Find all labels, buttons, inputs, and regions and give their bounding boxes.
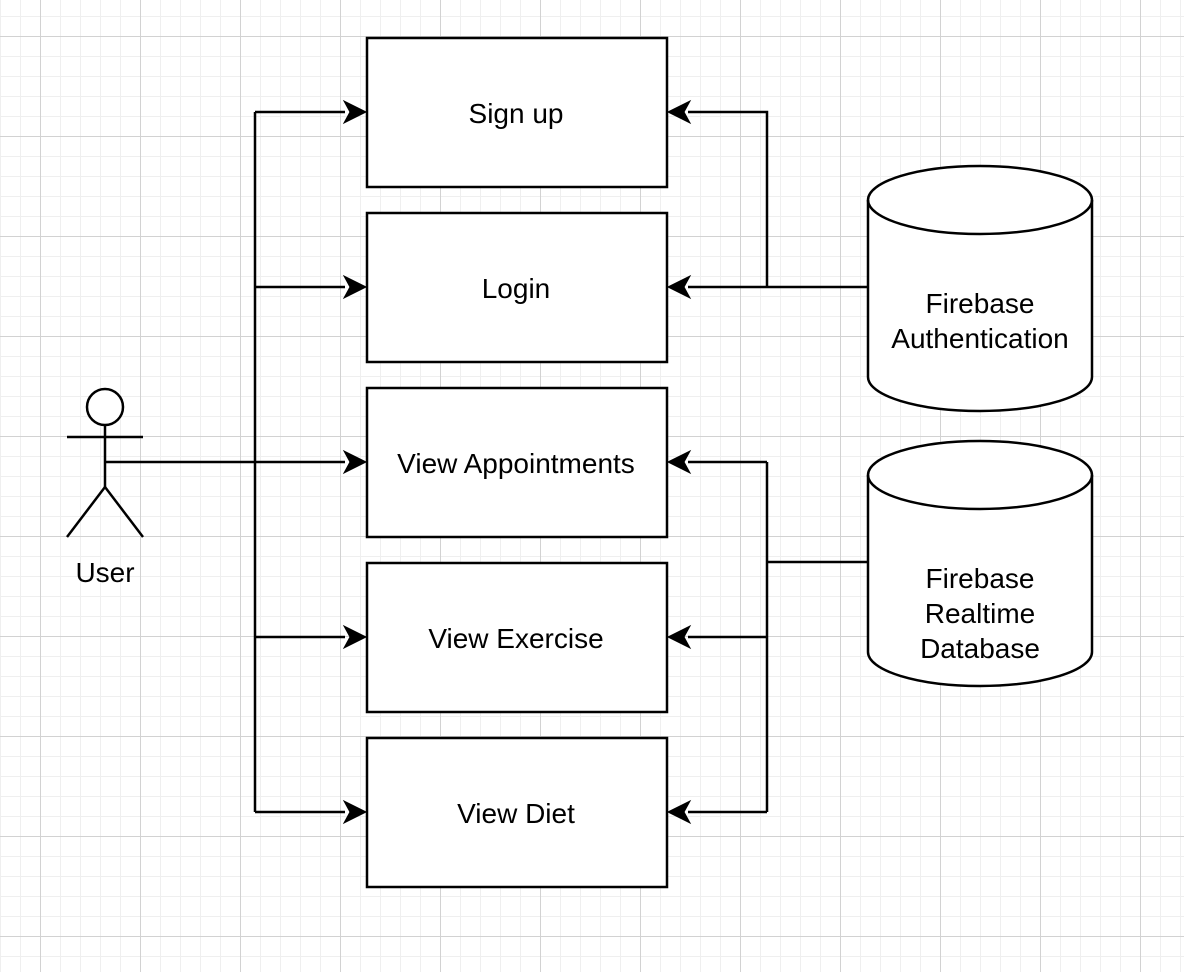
use-case-label: View Exercise <box>428 623 603 654</box>
arrowhead-icon <box>666 449 692 475</box>
use-case-sign-up[interactable]: Sign up <box>365 36 669 189</box>
use-case-view-exercise[interactable]: View Exercise <box>365 561 669 714</box>
arrowhead-icon <box>666 274 692 300</box>
data-store-label-line: Realtime <box>925 598 1035 629</box>
data-store-firebase-realtime-database[interactable]: Firebase Realtime Database <box>866 439 1094 688</box>
use-case-label: Login <box>482 273 551 304</box>
arrowhead-icon <box>342 449 368 475</box>
stick-figure-icon <box>66 387 144 538</box>
use-case-box <box>365 211 669 364</box>
connector-auth-signup <box>688 110 769 287</box>
data-store-label-line: Authentication <box>891 323 1068 354</box>
data-store-label-line: Database <box>920 633 1040 664</box>
use-case-label: Sign up <box>469 98 564 129</box>
data-store-firebase-authentication[interactable]: Firebase Authentication <box>866 164 1094 413</box>
use-case-view-diet[interactable]: View Diet <box>365 736 669 889</box>
use-case-box <box>365 386 669 539</box>
arrowhead-icon <box>666 624 692 650</box>
use-case-box <box>365 736 669 889</box>
actor-user[interactable]: User <box>66 387 144 588</box>
auth-connectors <box>666 99 868 300</box>
use-case-view-appointments[interactable]: View Appointments <box>365 386 669 539</box>
user-connectors <box>105 99 368 825</box>
use-case-login[interactable]: Login <box>365 211 669 364</box>
arrowhead-icon <box>342 799 368 825</box>
data-store-label-line: Firebase <box>926 563 1035 594</box>
rtdb-connectors <box>666 449 868 825</box>
use-case-label: View Appointments <box>397 448 635 479</box>
data-store-label-line: Firebase <box>926 288 1035 319</box>
use-case-box <box>365 36 669 189</box>
arrowhead-icon <box>342 99 368 125</box>
arrowhead-icon <box>666 99 692 125</box>
database-cylinder-icon <box>866 439 1094 688</box>
use-case-box <box>365 561 669 714</box>
arrowhead-icon <box>342 274 368 300</box>
arrowhead-icon <box>666 799 692 825</box>
actor-label: User <box>75 557 134 588</box>
database-cylinder-icon <box>866 164 1094 413</box>
arrowhead-icon <box>342 624 368 650</box>
use-case-label: View Diet <box>457 798 575 829</box>
